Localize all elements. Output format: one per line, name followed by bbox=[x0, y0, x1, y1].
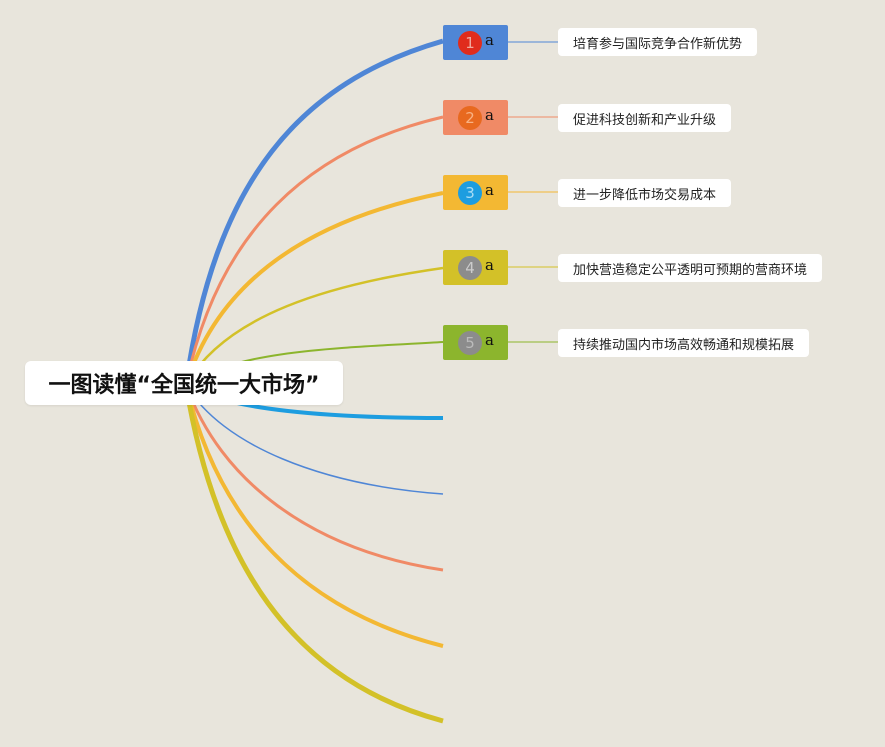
topic-letter-4: a bbox=[485, 256, 494, 274]
branch-line-1 bbox=[183, 38, 444, 386]
topic-letter-2: a bbox=[485, 106, 494, 124]
leaf-text-2: 促进科技创新和产业升级 bbox=[573, 112, 717, 128]
branch-line-3 bbox=[184, 191, 444, 386]
number-badge-1: 1 bbox=[458, 31, 482, 55]
branch-line-7 bbox=[185, 384, 444, 495]
number-badge-5: 5 bbox=[458, 331, 482, 355]
leaf-text-5: 持续推动国内市场高效畅通和规模拓展 bbox=[573, 337, 795, 353]
number-badge-2: 2 bbox=[458, 106, 482, 130]
branch-line-2 bbox=[184, 115, 444, 386]
topic-letter-3: a bbox=[485, 181, 494, 199]
leaf-label-5[interactable]: 持续推动国内市场高效畅通和规模拓展 bbox=[558, 329, 810, 357]
number-badge-3: 3 bbox=[458, 181, 482, 205]
topic-box-3[interactable]: 3 a bbox=[443, 175, 508, 210]
topic-box-5[interactable]: 5 a bbox=[443, 325, 508, 360]
branch-line-10 bbox=[183, 384, 444, 724]
topic-box-2[interactable]: 2 a bbox=[443, 100, 508, 135]
branch-line-4 bbox=[184, 266, 444, 386]
leaf-text-4: 加快营造稳定公平透明可预期的营商环境 bbox=[573, 262, 808, 278]
leaf-label-4[interactable]: 加快营造稳定公平透明可预期的营商环境 bbox=[558, 254, 823, 282]
topic-letter-5: a bbox=[485, 331, 494, 349]
branch-line-8 bbox=[184, 384, 444, 572]
topic-box-4[interactable]: 4 a bbox=[443, 250, 508, 285]
leaf-label-1[interactable]: 培育参与国际竞争合作新优势 bbox=[558, 28, 758, 56]
number-badge-4: 4 bbox=[458, 256, 482, 280]
branch-line-9 bbox=[184, 384, 444, 648]
topic-letter-1: a bbox=[485, 31, 494, 49]
leaf-text-3: 进一步降低市场交易成本 bbox=[573, 187, 717, 203]
root-title: 一图读懂“全国统一大市场” bbox=[48, 373, 320, 398]
root-topic[interactable]: 一图读懂“全国统一大市场” bbox=[25, 361, 343, 405]
leaf-label-2[interactable]: 促进科技创新和产业升级 bbox=[558, 104, 732, 132]
topic-box-1[interactable]: 1 a bbox=[443, 25, 508, 60]
leaf-label-3[interactable]: 进一步降低市场交易成本 bbox=[558, 179, 732, 207]
leaf-text-1: 培育参与国际竞争合作新优势 bbox=[573, 36, 743, 52]
